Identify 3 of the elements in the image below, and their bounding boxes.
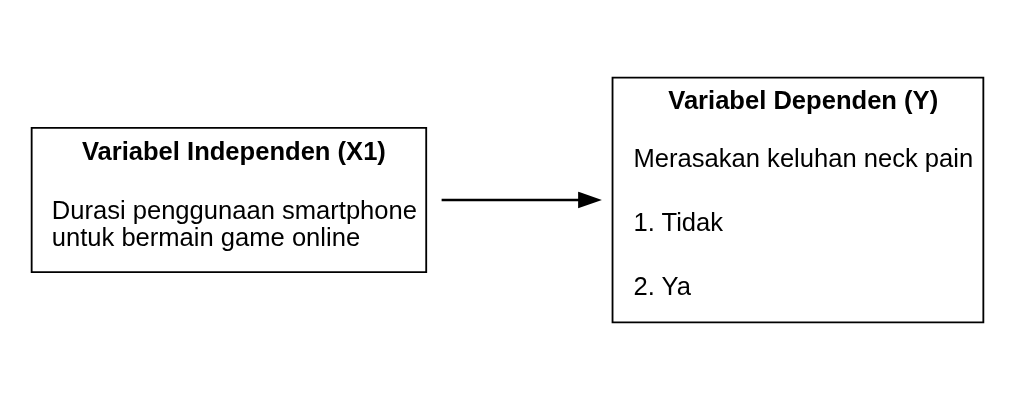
node-box: Variabel Independen (X1) Durasi penggunaan smartphone untuk bermain game online: [30, 126, 428, 274]
arrow: [441, 191, 602, 209]
node-box: Variabel Dependen (Y) Merasakan keluhan neck pain 1. Tidak 2. Ya: [611, 76, 985, 324]
